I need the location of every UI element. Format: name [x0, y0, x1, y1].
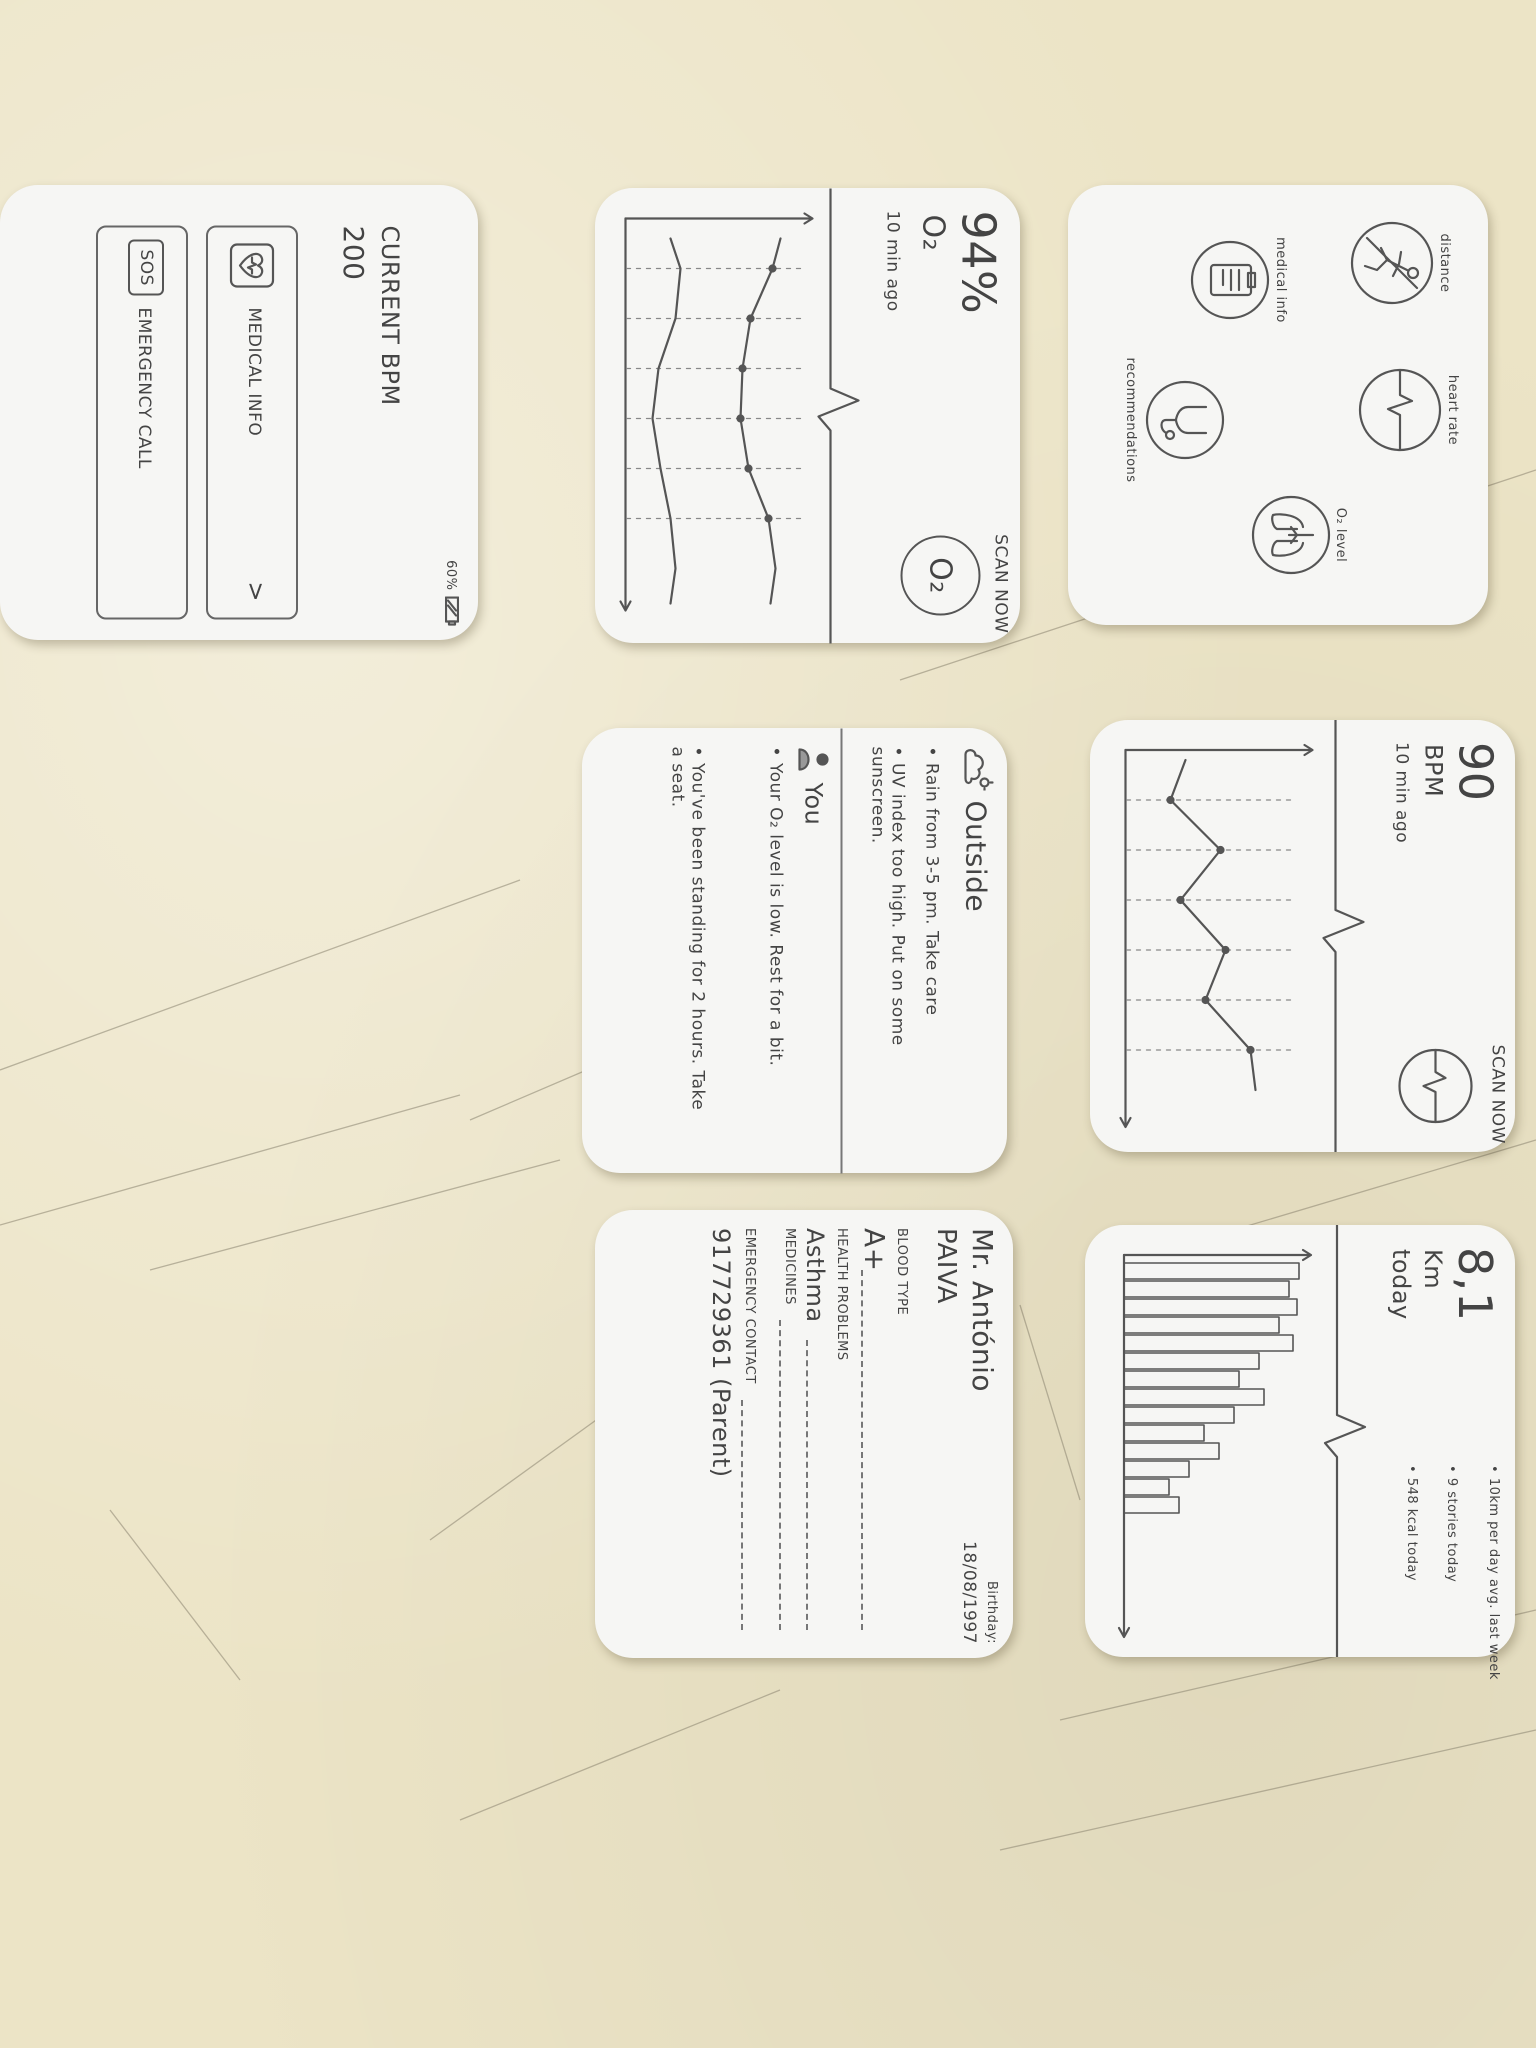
- stethoscope-icon: [1145, 380, 1225, 460]
- oxygen-label: O₂: [915, 214, 950, 251]
- distance-card: 8,1 Km today • 10km per day avg. last we…: [1085, 1225, 1515, 1680]
- battery-indicator: 60%: [441, 560, 460, 626]
- outside-item-uv: • UV index too high. Put on some sunscre…: [867, 746, 907, 1046]
- medicines-divider: [779, 1320, 781, 1630]
- medical-info-button[interactable]: MEDICAL INFO >: [206, 225, 298, 619]
- heart-rate-unit: BPM: [1419, 744, 1447, 798]
- you-item-standing: • You've been standing for 2 hours. Take…: [667, 746, 707, 1110]
- medicines-label: MEDICINES: [782, 1228, 797, 1305]
- distance-stat-text: 9 stories today: [1444, 1477, 1459, 1583]
- birthday-value: 18/08/1997: [959, 1541, 979, 1644]
- current-bpm-label: CURRENT BPM: [376, 225, 404, 406]
- current-bpm-value: 200: [337, 225, 370, 280]
- menu-item-label: medical info: [1273, 237, 1288, 323]
- heart-rate-icon: [1358, 368, 1442, 452]
- outside-title: Outside: [959, 800, 993, 912]
- heart-rate-icon: [1397, 1048, 1473, 1124]
- distance-stat-text: 548 kcal today: [1404, 1477, 1419, 1582]
- heart-rate-time-ago: 10 min ago: [1391, 742, 1411, 844]
- sos-card: 60% CURRENT BPM 200 MEDICAL INFO > SOS E…: [0, 185, 478, 640]
- battery-icon: [441, 595, 460, 626]
- emergency-contact-value: 917729361 (Parent): [707, 1228, 735, 1478]
- emergency-call-label: EMERGENCY CALL: [134, 307, 154, 469]
- oxygen-scan-now-label: SCAN NOW: [990, 533, 1010, 633]
- heart-document-icon: [224, 241, 276, 289]
- medical-info-label: MEDICAL INFO: [244, 307, 264, 436]
- distance-stat-text: 10km per day avg. last week: [1486, 1477, 1501, 1680]
- battery-percent: 60%: [443, 559, 458, 590]
- pulse-divider: [1323, 1225, 1367, 1657]
- blood-type-value: A+: [858, 1228, 891, 1272]
- oxygen-scan-button[interactable]: O₂: [900, 535, 980, 615]
- patient-name-line1: Mr. António: [966, 1228, 999, 1393]
- medical-info-card: Mr. António PAIVA Birthday: 18/08/1997 B…: [595, 1210, 1013, 1658]
- distance-stat: • 548 kcal today: [1404, 1465, 1419, 1582]
- distance-period: today: [1387, 1249, 1415, 1320]
- heart-rate-scan-now-label: SCAN NOW: [1487, 1044, 1507, 1144]
- menu-item-heart-rate[interactable]: heart rate: [1351, 355, 1460, 465]
- outside-item-uv-text: UV index too high. Put on some sunscreen…: [867, 746, 907, 1046]
- health-problem-value: Asthma: [801, 1228, 829, 1323]
- you-section-header: You: [797, 746, 829, 825]
- menu-item-label: O₂ level: [1333, 507, 1348, 563]
- distance-stat: • 9 stories today: [1444, 1465, 1459, 1583]
- menu-item-medical-info[interactable]: medical info: [1183, 225, 1288, 335]
- health-problems-label: HEALTH PROBLEMS: [834, 1228, 849, 1361]
- heart-rate-history-chart: [1118, 743, 1314, 1129]
- menu-item-label: recommendations: [1123, 357, 1138, 483]
- heart-rate-scan-button[interactable]: [1395, 1046, 1475, 1126]
- distance-value: 8,1: [1448, 1247, 1502, 1322]
- heart-rate-value: 90: [1448, 742, 1502, 802]
- health-problems-divider: [806, 1340, 808, 1630]
- you-item-standing-text: You've been standing for 2 hours. Take a…: [667, 746, 707, 1110]
- oxygen-history-chart: [618, 211, 814, 612]
- cloud-sun-icon: [963, 748, 993, 790]
- patient-name-line2: PAIVA: [931, 1228, 961, 1304]
- distance-unit: Km: [1419, 1249, 1447, 1290]
- chevron-right-icon: >: [242, 580, 270, 601]
- menu-item-o2-level[interactable]: O₂ level: [1245, 485, 1348, 585]
- menu-card: distance heart rate O₂ level medical inf…: [1068, 185, 1488, 625]
- section-divider: [840, 728, 842, 1173]
- oxygen-value: 94%: [951, 210, 1005, 314]
- menu-item-distance[interactable]: distance: [1343, 215, 1452, 311]
- menu-item-label: heart rate: [1445, 374, 1460, 446]
- distance-stat: • 10km per day avg. last week: [1486, 1465, 1501, 1680]
- menu-item-label: distance: [1437, 233, 1452, 293]
- recommendations-card: Outside • Rain from 3-5 pm. Take care • …: [582, 728, 1007, 1173]
- person-icon: [797, 747, 829, 771]
- pulse-divider: [1321, 720, 1365, 1152]
- pulse-divider: [816, 188, 860, 643]
- you-item-o2-text: Your O₂ level is low. Rest for a bit.: [765, 762, 785, 1066]
- sos-badge-text: SOS: [136, 249, 156, 286]
- running-person-icon: [1350, 221, 1434, 305]
- oxygen-card: 94% O₂ 10 min ago SCAN NOW O₂: [595, 188, 1020, 643]
- you-title: You: [799, 782, 827, 825]
- clipboard-icon: [1190, 240, 1270, 320]
- blood-type-label: BLOOD TYPE: [894, 1228, 909, 1316]
- emergency-contact-divider: [741, 1400, 743, 1630]
- distance-history-chart: [1117, 1248, 1313, 1639]
- heart-rate-card: 90 BPM 10 min ago SCAN NOW: [1090, 720, 1515, 1152]
- lungs-icon: [1251, 495, 1331, 575]
- outside-section-header: Outside: [959, 746, 993, 912]
- menu-item-recommendations[interactable]: recommendations: [1123, 355, 1228, 485]
- blood-type-divider: [861, 1270, 863, 1630]
- oxygen-scan-icon-text: O₂: [922, 556, 958, 594]
- emergency-contact-label: EMERGENCY CONTACT: [742, 1228, 757, 1384]
- sos-badge-icon: SOS: [128, 239, 164, 296]
- you-item-o2: • Your O₂ level is low. Rest for a bit.: [765, 746, 785, 1066]
- outside-item-rain-text: Rain from 3-5 pm. Take care: [921, 762, 941, 1015]
- birthday-label: Birthday:: [984, 1580, 999, 1644]
- oxygen-time-ago: 10 min ago: [882, 210, 902, 312]
- emergency-call-button[interactable]: SOS EMERGENCY CALL: [96, 225, 188, 619]
- outside-item-rain: • Rain from 3-5 pm. Take care: [921, 746, 941, 1015]
